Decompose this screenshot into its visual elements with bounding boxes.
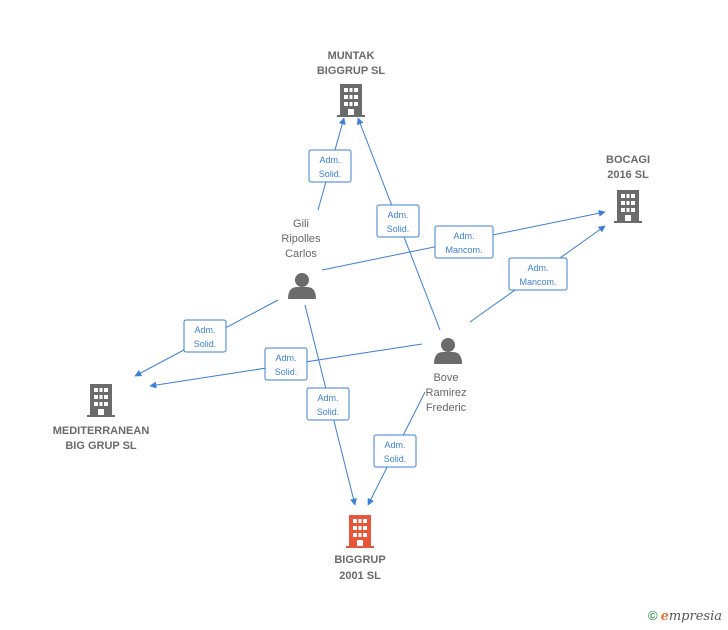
- node-label-line: MEDITERRANEAN: [53, 425, 150, 437]
- svg-text:Ripolles: Ripolles: [281, 233, 321, 245]
- brand-name: mpresia: [668, 609, 722, 624]
- svg-text:Carlos: Carlos: [285, 248, 317, 260]
- edge-label-line: Solid.: [319, 169, 342, 179]
- edge-label-line: Solid.: [317, 407, 340, 417]
- svg-text:Bove: Bove: [433, 372, 458, 384]
- svg-text:Adm.: Adm.: [387, 210, 408, 220]
- svg-text:Adm.: Adm.: [319, 155, 340, 165]
- node-muntak[interactable]: MUNTAK BIGGRUP SL: [317, 50, 386, 117]
- edge-label-bove-bocagi[interactable]: Adm. Mancom.: [508, 257, 568, 291]
- edge-label-line: Adm.: [527, 263, 548, 273]
- svg-text:Frederic: Frederic: [426, 402, 467, 414]
- node-label-line: Carlos: [285, 248, 317, 260]
- svg-text:Solid.: Solid.: [194, 339, 217, 349]
- node-biggrup[interactable]: BIGGRUP 2001 SL: [334, 515, 386, 582]
- svg-text:BOCAGI: BOCAGI: [606, 154, 650, 166]
- edge-label-gili-bocagi[interactable]: Adm. Mancom.: [434, 225, 494, 259]
- person-icon: [434, 338, 462, 364]
- node-gili[interactable]: Gili Ripolles Carlos: [281, 218, 321, 299]
- edge-label-line: Mancom.: [445, 245, 482, 255]
- edge-label-bove-muntak[interactable]: Adm. Solid.: [376, 204, 420, 238]
- svg-text:Adm.: Adm.: [317, 393, 338, 403]
- edges: [134, 117, 606, 506]
- edge-label-line: Adm.: [275, 353, 296, 363]
- svg-text:Solid.: Solid.: [319, 169, 342, 179]
- svg-text:Adm.: Adm.: [384, 440, 405, 450]
- node-label-line: Gili: [293, 218, 309, 230]
- building-icon: [346, 515, 374, 548]
- node-bocagi[interactable]: BOCAGI 2016 SL: [606, 154, 650, 223]
- edge-label-line: Adm.: [194, 325, 215, 335]
- svg-text:Solid.: Solid.: [275, 367, 298, 377]
- node-label-line: 2016 SL: [607, 169, 649, 181]
- node-label-line: BIGGRUP: [334, 554, 385, 566]
- edge-label-line: Adm.: [384, 440, 405, 450]
- svg-text:Adm.: Adm.: [453, 231, 474, 241]
- edge-label-gili-muntak[interactable]: Adm. Solid.: [308, 149, 352, 183]
- node-label-line: Ramirez: [426, 387, 467, 399]
- edge-label-line: Adm.: [387, 210, 408, 220]
- svg-text:BIGGRUP SL: BIGGRUP SL: [317, 65, 386, 77]
- edge-label-line: Solid.: [387, 224, 410, 234]
- edge-label-bove-biggrup[interactable]: Adm. Solid.: [373, 434, 417, 468]
- svg-text:MEDITERRANEAN: MEDITERRANEAN: [53, 425, 150, 437]
- svg-text:Solid.: Solid.: [387, 224, 410, 234]
- brand-initial: e: [660, 609, 669, 624]
- svg-text:Solid.: Solid.: [317, 407, 340, 417]
- edge-label-line: Solid.: [194, 339, 217, 349]
- svg-text:Adm.: Adm.: [194, 325, 215, 335]
- svg-text:BIGGRUP: BIGGRUP: [334, 554, 385, 566]
- svg-text:MUNTAK: MUNTAK: [328, 50, 375, 62]
- svg-text:Solid.: Solid.: [384, 454, 407, 464]
- person-icon: [288, 273, 316, 299]
- building-icon: [614, 190, 642, 223]
- svg-text:BIG GRUP SL: BIG GRUP SL: [65, 440, 137, 452]
- brand-logo[interactable]: empresia: [661, 609, 722, 624]
- edge-label-line: Solid.: [275, 367, 298, 377]
- svg-text:Mancom.: Mancom.: [445, 245, 482, 255]
- edge-label-bove-mediterranean[interactable]: Adm. Solid.: [264, 347, 308, 381]
- edge-label-gili-mediterranean[interactable]: Adm. Solid.: [183, 319, 227, 353]
- edge-label-line: Adm.: [319, 155, 340, 165]
- node-mediterranean[interactable]: MEDITERRANEAN BIG GRUP SL: [53, 384, 150, 452]
- node-label-line: BOCAGI: [606, 154, 650, 166]
- node-label-line: Ripolles: [281, 233, 321, 245]
- building-icon: [337, 84, 365, 117]
- copyright-symbol: ©: [647, 608, 658, 623]
- node-label-line: BIG GRUP SL: [65, 440, 137, 452]
- svg-text:Ramirez: Ramirez: [426, 387, 467, 399]
- edge-label-gili-biggrup[interactable]: Adm. Solid.: [306, 387, 350, 421]
- node-label-line: MUNTAK: [328, 50, 375, 62]
- node-label-line: Bove: [433, 372, 458, 384]
- svg-text:Mancom.: Mancom.: [519, 277, 556, 287]
- edge-labels: Adm. Solid. Adm. Solid. Adm. Mancom. Adm…: [183, 149, 568, 468]
- svg-text:2001 SL: 2001 SL: [339, 570, 381, 582]
- node-label-line: Frederic: [426, 402, 467, 414]
- footer-watermark: ©empresia: [648, 608, 722, 624]
- edge-label-line: Solid.: [384, 454, 407, 464]
- svg-text:Gili: Gili: [293, 218, 309, 230]
- svg-text:2016 SL: 2016 SL: [607, 169, 649, 181]
- node-label-line: BIGGRUP SL: [317, 65, 386, 77]
- svg-text:Adm.: Adm.: [527, 263, 548, 273]
- node-label-line: 2001 SL: [339, 570, 381, 582]
- node-bove[interactable]: Bove Ramirez Frederic: [426, 338, 467, 414]
- edge-label-line: Adm.: [317, 393, 338, 403]
- edge-label-line: Adm.: [453, 231, 474, 241]
- edge-label-line: Mancom.: [519, 277, 556, 287]
- svg-text:Adm.: Adm.: [275, 353, 296, 363]
- building-icon: [87, 384, 115, 417]
